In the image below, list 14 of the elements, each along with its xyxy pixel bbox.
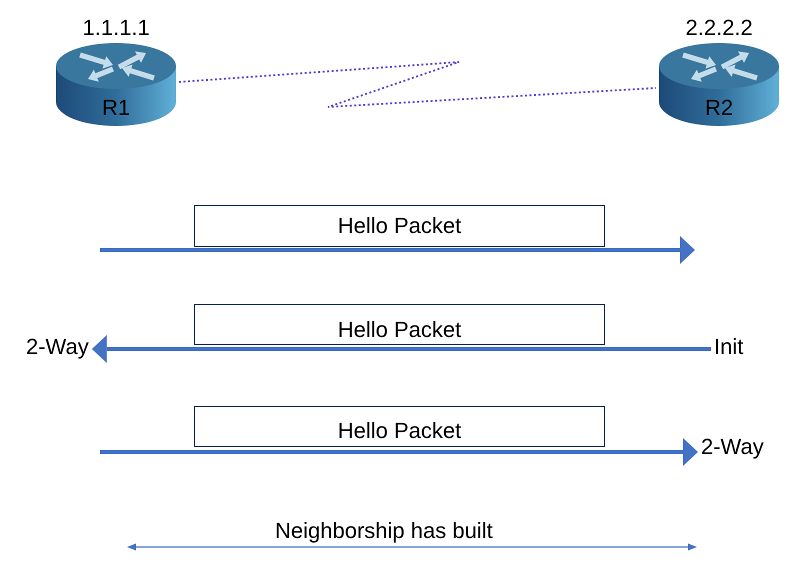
state-label: Init (714, 335, 744, 359)
link-line (178, 61, 656, 108)
router-name: R1 (102, 96, 130, 120)
router-name: R2 (705, 96, 734, 120)
phase-label: Neighborship has built (275, 519, 493, 543)
arrow (92, 335, 711, 363)
message-box: Hello Packet (194, 205, 605, 247)
router-id: 2.2.2.2 (686, 16, 753, 40)
message-box: Hello Packet (194, 406, 605, 447)
router-id: 1.1.1.1 (82, 16, 150, 40)
state-label: 2-Way (701, 435, 764, 459)
message-box: Hello Packet (194, 304, 605, 345)
arrow (100, 438, 698, 466)
state-label: 2-Way (26, 335, 89, 359)
